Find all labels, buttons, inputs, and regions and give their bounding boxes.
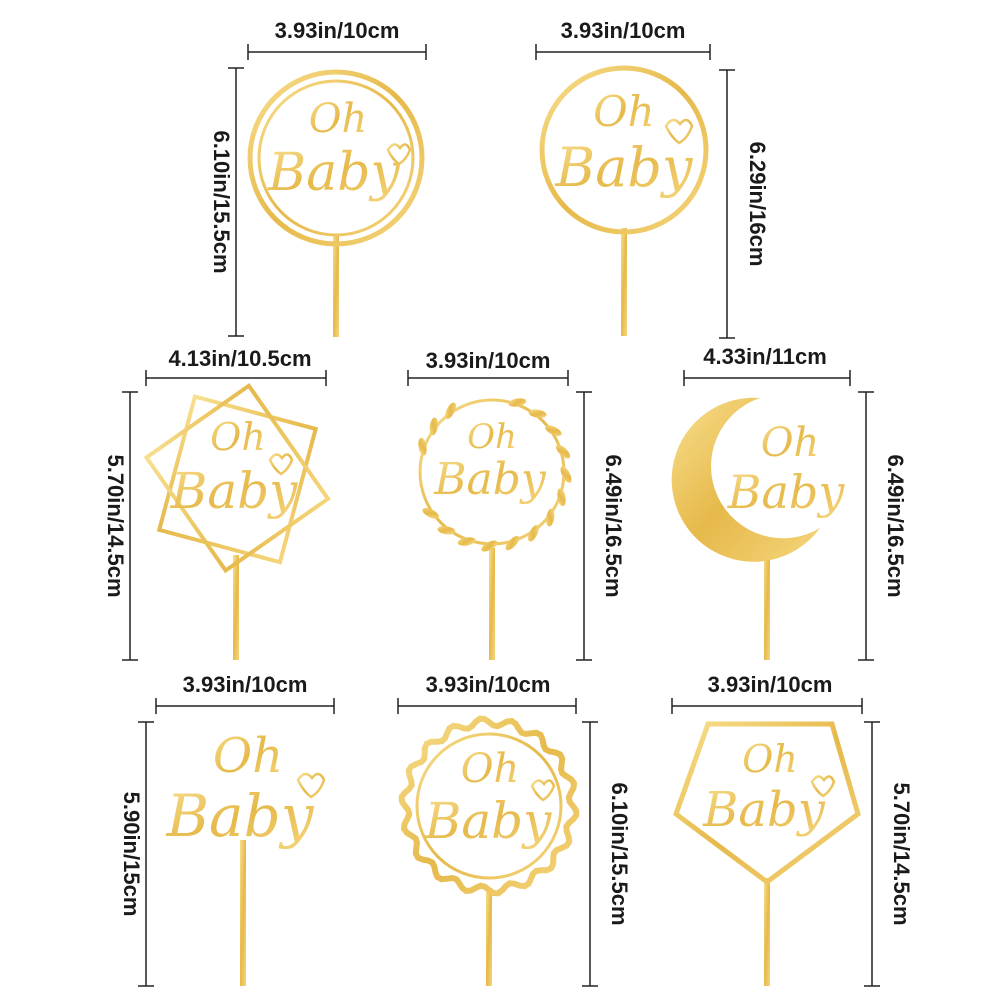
leaf-wreath-icon <box>418 398 572 552</box>
leaf-icon <box>528 409 547 418</box>
height-label: 6.29in/16cm <box>745 142 770 267</box>
leaf-icon <box>508 398 527 407</box>
width-dimension: 3.93in/10cm <box>407 348 569 386</box>
height-label: 5.70in/14.5cm <box>103 454 128 597</box>
height-dimension: 6.49in/16.5cm <box>576 391 626 661</box>
width-label: 3.93in/10cm <box>708 672 833 697</box>
leaf-icon <box>418 437 427 456</box>
width-dimension: 4.13in/10.5cm <box>145 346 327 386</box>
height-label: 6.49in/16.5cm <box>883 454 908 597</box>
topper-ornament: Oh Baby <box>398 715 580 986</box>
leaf-icon <box>545 425 562 436</box>
topper-moon: 4.33in/11cm 6.49in/16.5cm Oh Baby <box>671 344 908 661</box>
width-dimension: 3.93in/10cm <box>247 18 427 60</box>
leaf-icon <box>528 525 539 542</box>
scalloped-frame-icon <box>398 715 580 897</box>
leaf-icon <box>457 537 476 546</box>
crescent-moon-icon <box>671 397 820 562</box>
heart-icon <box>664 118 694 145</box>
leaf-icon <box>556 444 571 459</box>
oh-text: Oh <box>593 87 654 136</box>
topper-ornament: Oh Baby <box>418 398 572 660</box>
width-dimension: 3.93in/10cm <box>155 672 335 714</box>
oh-text: Oh <box>309 96 368 142</box>
leaf-icon <box>505 536 520 551</box>
width-dimension: 3.93in/10cm <box>671 672 863 714</box>
pentagon-frame-icon <box>673 721 861 886</box>
topper-wreath: 3.93in/10cm 6.49in/16.5cm Oh Baby <box>407 348 626 661</box>
width-label: 4.13in/10.5cm <box>168 346 311 371</box>
width-label: 3.93in/10cm <box>426 672 551 697</box>
oh-text: Oh <box>210 415 266 459</box>
heart-icon <box>268 453 294 476</box>
width-label: 3.93in/10cm <box>183 672 308 697</box>
baby-text: Baby <box>702 782 826 838</box>
topper-ornament: Oh Baby <box>247 69 425 337</box>
height-label: 6.10in/15.5cm <box>209 130 234 273</box>
heart-icon <box>728 427 746 443</box>
heart-icon <box>386 143 412 166</box>
height-dimension: 5.70in/14.5cm <box>103 391 138 661</box>
topper-ornament: Oh Baby <box>165 728 326 986</box>
height-dimension: 5.70in/14.5cm <box>864 721 914 987</box>
width-label: 3.93in/10cm <box>426 348 551 373</box>
height-dimension: 5.90in/15cm <box>119 721 154 987</box>
height-dimension: 6.49in/16.5cm <box>858 391 908 661</box>
topper-ornament: Oh Baby <box>539 65 709 336</box>
baby-text: Baby <box>555 136 694 199</box>
leaf-icon <box>422 508 439 519</box>
oh-text: Oh <box>467 417 517 457</box>
baby-text: Baby <box>424 792 553 850</box>
leaf-icon <box>445 402 456 419</box>
topper-ornament: Oh Baby <box>673 721 861 986</box>
topper-scalloped: 3.93in/10cm 6.10in/15.5cm Oh Baby <box>397 672 632 987</box>
topper-ornament: Oh Baby <box>143 382 331 660</box>
baby-text: Baby <box>267 143 401 203</box>
height-dimension: 6.29in/16cm <box>719 69 770 339</box>
topper-round-ring: 3.93in/10cm 6.10in/15.5cm Oh Baby <box>209 18 427 337</box>
baby-text: Baby <box>727 465 846 519</box>
height-label: 6.49in/16.5cm <box>601 454 626 597</box>
oh-text: Oh <box>761 420 820 466</box>
oh-text: Oh <box>742 737 798 781</box>
height-label: 6.10in/15.5cm <box>607 782 632 925</box>
height-label: 5.70in/14.5cm <box>889 782 914 925</box>
oh-text: Oh <box>461 746 520 792</box>
leaf-icon <box>546 508 555 527</box>
width-dimension: 3.93in/10cm <box>535 18 711 60</box>
leaf-icon <box>560 466 572 483</box>
height-label: 5.90in/15cm <box>119 792 144 917</box>
height-dimension: 6.10in/15.5cm <box>209 67 244 337</box>
leaf-icon <box>557 488 566 507</box>
topper-script-only: 3.93in/10cm 5.90in/15cm Oh Baby <box>119 672 335 987</box>
heart-icon <box>296 772 326 799</box>
baby-text: Baby <box>165 782 314 850</box>
height-dimension: 6.10in/15.5cm <box>582 721 632 987</box>
oh-text: Oh <box>213 728 283 784</box>
width-label: 3.93in/10cm <box>561 18 686 43</box>
width-dimension: 3.93in/10cm <box>397 672 577 714</box>
width-label: 4.33in/11cm <box>703 344 827 369</box>
leaf-icon <box>481 540 498 552</box>
leaf-icon <box>437 526 456 535</box>
topper-pentagon: 3.93in/10cm 5.70in/14.5cm Oh Baby <box>671 672 914 987</box>
width-dimension: 4.33in/11cm <box>683 344 851 386</box>
topper-star-hexagon: 4.13in/10.5cm 5.70in/14.5cm Oh Baby <box>103 346 331 661</box>
heart-icon <box>810 775 836 798</box>
topper-round-circle: 3.93in/10cm 6.29in/16cm Oh Baby <box>535 18 770 339</box>
heart-icon <box>530 779 556 802</box>
baby-text: Baby <box>433 454 547 505</box>
leaf-icon <box>429 417 438 436</box>
topper-ornament: Oh Baby <box>671 397 846 660</box>
width-label: 3.93in/10cm <box>275 18 400 43</box>
